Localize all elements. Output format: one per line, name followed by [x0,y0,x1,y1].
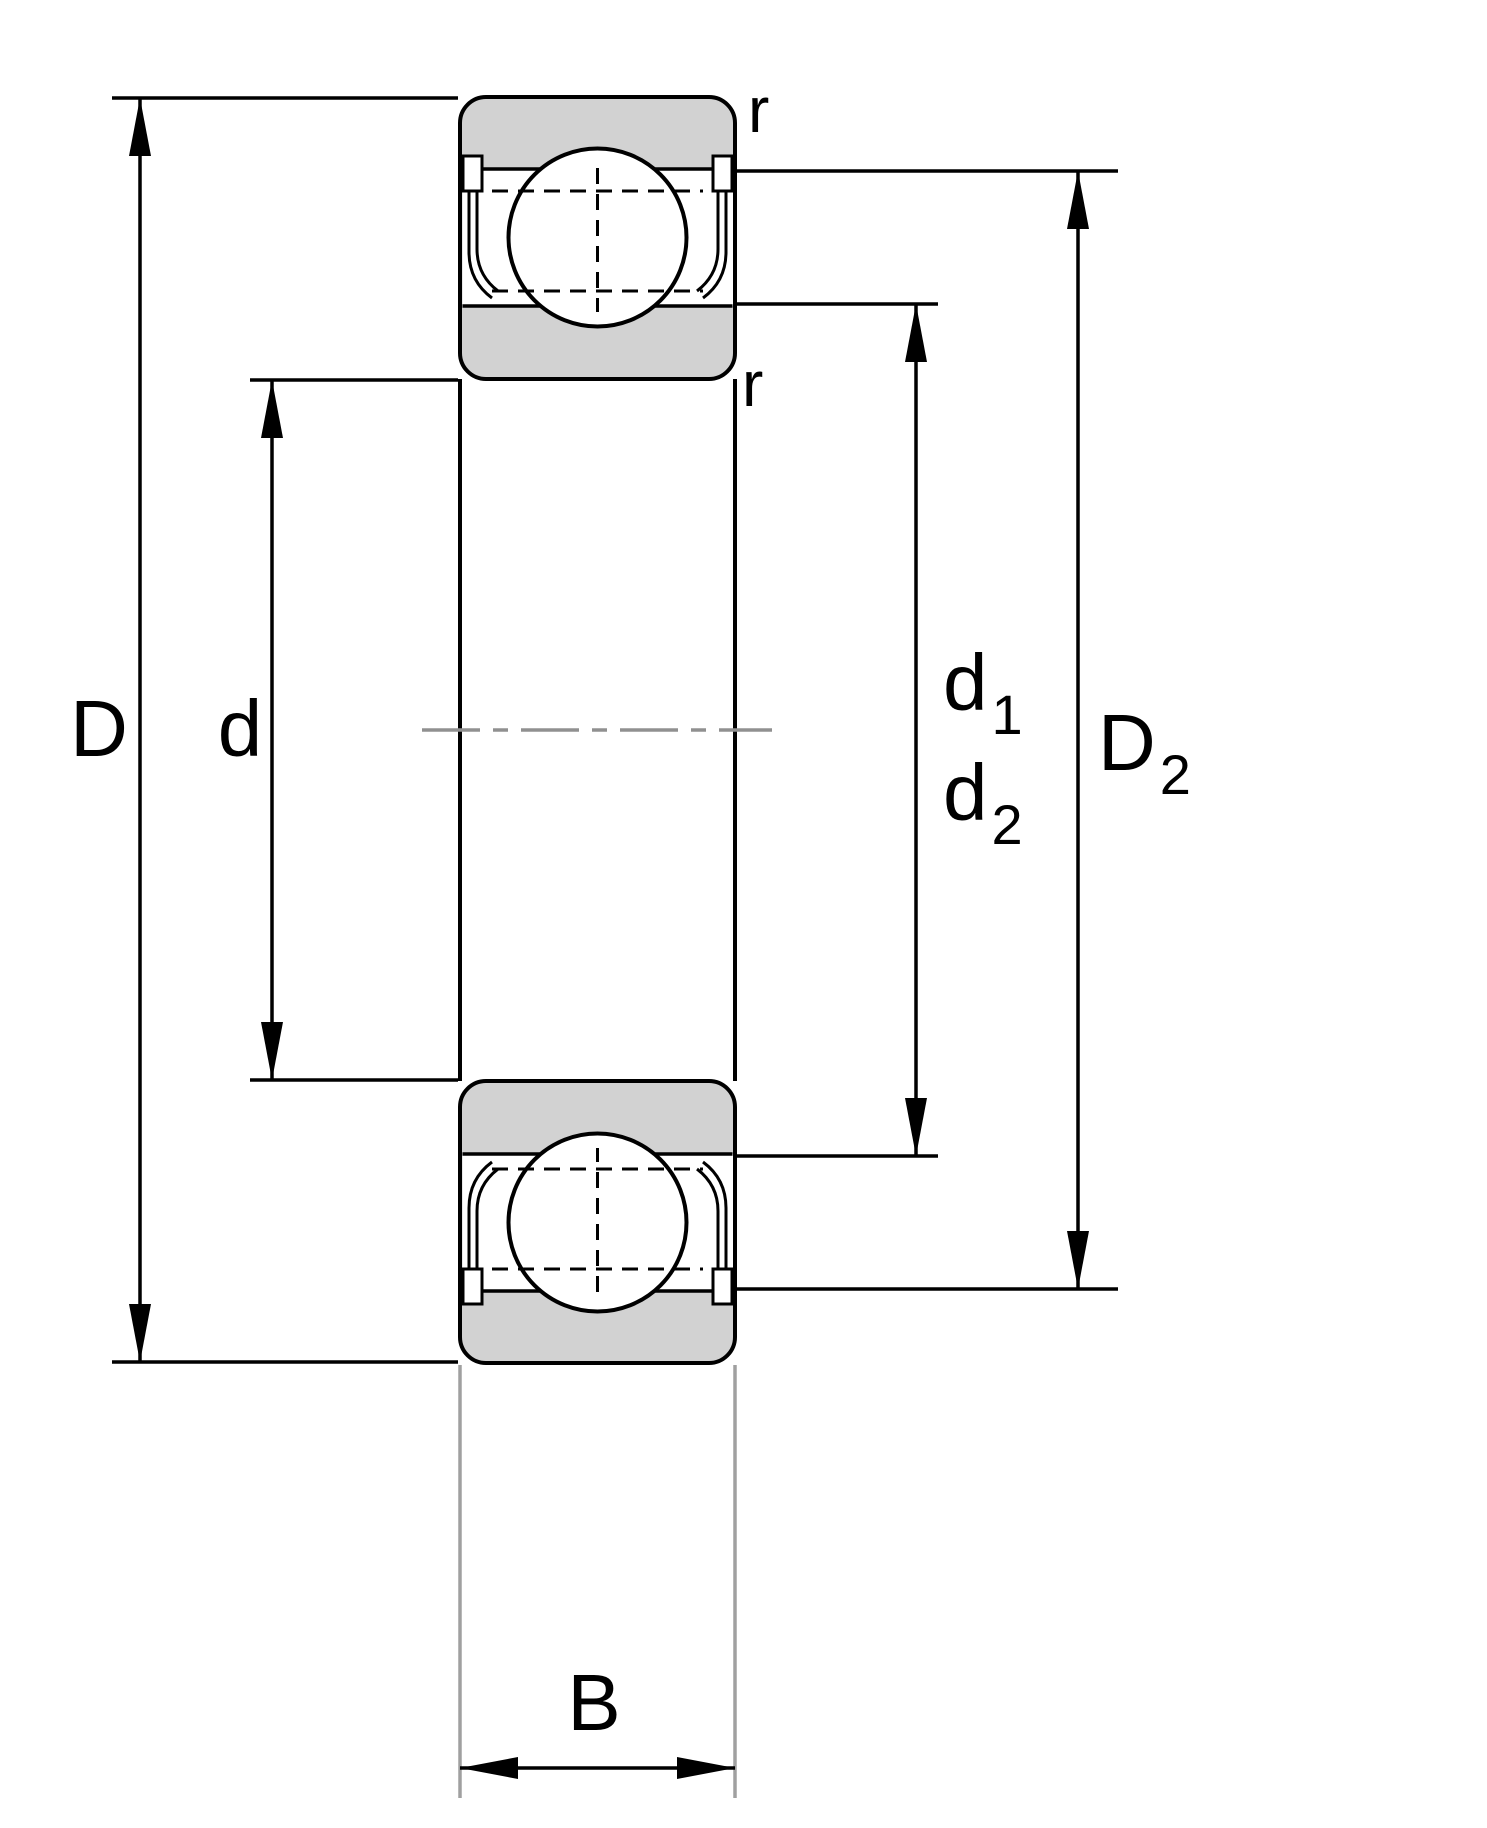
dimension-D: D [70,96,458,1364]
label-B: B [567,1658,620,1747]
label-d2: d2 [943,748,1023,856]
label-d1: d1 [943,638,1023,746]
dimension-d: d [218,378,458,1082]
arrowhead-up-icon [261,380,283,438]
bearing-section-top [458,95,737,381]
arrowhead-down-icon [905,1098,927,1156]
dimension-D2: D2 [737,169,1191,1291]
dimension-B: B [458,1365,737,1798]
dimension-d1-d2: d1 d2 [737,302,1023,1158]
label-D: D [70,684,128,773]
arrowhead-right-icon [677,1757,735,1779]
arrowhead-down-icon [261,1022,283,1080]
label-r-outer: r [748,74,769,146]
arrowhead-down-icon [129,1304,151,1362]
label-r-inner: r [742,348,763,420]
arrowhead-up-icon [905,304,927,362]
arrowhead-up-icon [1067,171,1089,229]
arrowhead-down-icon [1067,1231,1089,1289]
label-D2: D2 [1098,698,1191,806]
label-d: d [218,684,263,773]
arrowhead-up-icon [129,98,151,156]
arrowhead-left-icon [460,1757,518,1779]
bearing-section-bottom [458,1079,737,1365]
